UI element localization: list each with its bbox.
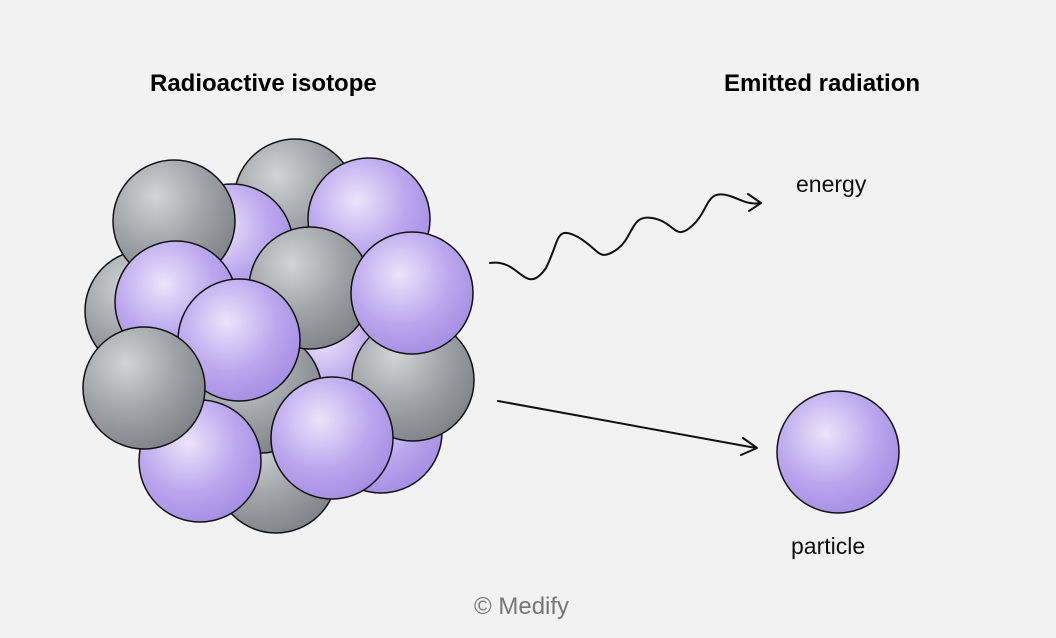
radiation-heading: Emitted radiation (724, 70, 921, 97)
energy-wave-arrow (489, 193, 762, 281)
neutron-ball (82, 326, 206, 450)
copyright-text: © Medify (474, 593, 570, 620)
nucleus (82, 138, 475, 534)
emitted-particle-ball (776, 390, 900, 514)
proton-ball (350, 231, 474, 355)
isotope-heading: Radioactive isotope (150, 70, 377, 97)
particle-label: particle (791, 533, 866, 559)
proton-ball (270, 376, 394, 500)
energy-label: energy (796, 171, 867, 197)
particle-arrow (497, 400, 758, 456)
